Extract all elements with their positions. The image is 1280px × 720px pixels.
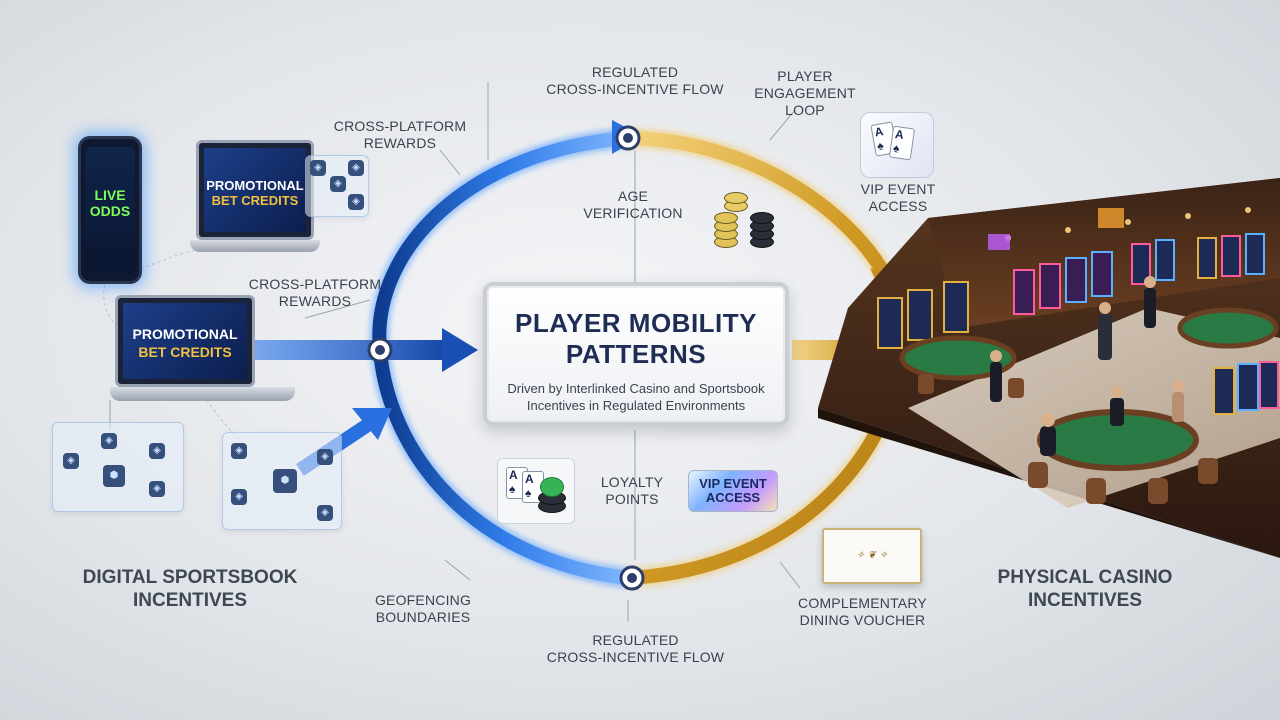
- network-node-icon: ◈: [317, 505, 333, 521]
- geo-line-1: GEOFENCING: [374, 592, 472, 608]
- network-node-icon: ◈: [348, 194, 364, 210]
- physical-line-1: PHYSICAL CASINO: [997, 567, 1173, 588]
- center-title-line-2: PATTERNS: [565, 339, 707, 369]
- network-panel-bottom: ◈ ◈ ⬢ ◈ ◈: [222, 432, 342, 530]
- cards-chips-icon: A♠ A♠: [497, 458, 575, 524]
- laptop-top-line-2: BET CREDITS: [211, 193, 299, 208]
- vip-right-line-2: ACCESS: [868, 198, 928, 214]
- leader-lines: [109, 82, 801, 622]
- casino-people: [990, 276, 1184, 456]
- network-node-icon: ◈: [231, 443, 247, 459]
- network-node-icon: ◈: [348, 160, 364, 176]
- slot-machine-row: [877, 233, 1279, 415]
- network-node-icon: ◈: [310, 160, 326, 176]
- center-title-line-1: PLAYER MOBILITY: [514, 308, 757, 338]
- cpr-top-line-1: CROSS-PLATFORM: [333, 118, 467, 134]
- digital-sportsbook-label: DIGITAL SPORTSBOOK INCENTIVES: [60, 566, 320, 612]
- regulated-flow-bottom-label: REGULATED CROSS-INCENTIVE FLOW: [538, 632, 733, 666]
- vip-event-access-badge: VIP EVENT ACCESS: [688, 470, 778, 512]
- blue-diagonal-arrowhead: [352, 408, 392, 440]
- network-node-icon: ◈: [101, 433, 117, 449]
- engagement-loop-label: PLAYER ENGAGEMENT LOOP: [745, 68, 865, 119]
- center-title-box: PLAYER MOBILITY PATTERNS Driven by Inter…: [483, 282, 789, 426]
- age-line-2: VERIFICATION: [583, 205, 683, 221]
- age-verification-label: AGE VERIFICATION: [568, 188, 698, 222]
- center-title: PLAYER MOBILITY PATTERNS: [487, 308, 785, 370]
- digital-line-1: DIGITAL SPORTSBOOK: [82, 567, 298, 588]
- cross-platform-rewards-mid-label: CROSS-PLATFORM REWARDS: [245, 276, 385, 310]
- vip-badge-line-2: ACCESS: [705, 490, 761, 505]
- network-node-icon: ◈: [149, 443, 165, 459]
- network-node-icon: ⬢: [273, 469, 297, 493]
- dining-voucher-label: COMPLEMENTARY DINING VOUCHER: [785, 595, 940, 629]
- cpr-top-line-2: REWARDS: [363, 135, 437, 151]
- gaming-tables: [899, 307, 1279, 471]
- dining-voucher-card-icon: ✧ ❦ ✧: [822, 528, 922, 584]
- cross-platform-rewards-top-label: CROSS-PLATFORM REWARDS: [325, 118, 475, 152]
- laptop-main-line-1: PROMOTIONAL: [132, 326, 238, 342]
- casino-screen-icon: [988, 234, 1010, 250]
- network-node-icon: ◈: [317, 449, 333, 465]
- geofencing-label: GEOFENCING BOUNDARIES: [358, 592, 488, 626]
- phone-screen: LIVE ODDS: [85, 147, 135, 273]
- vip-right-line-1: VIP EVENT: [860, 181, 936, 197]
- phone-line-2: ODDS: [89, 203, 131, 219]
- network-node-icon: ◈: [330, 176, 346, 192]
- regulated-top-line-1: REGULATED: [591, 64, 679, 80]
- center-subtitle: Driven by Interlinked Casino and Sportsb…: [487, 380, 785, 414]
- regulated-bottom-line-2: CROSS-INCENTIVE FLOW: [546, 649, 725, 665]
- geo-line-2: BOUNDARIES: [375, 609, 471, 625]
- laptop-main: PROMOTIONAL BET CREDITS: [110, 295, 300, 410]
- network-panel-left: ◈ ◈ ⬢ ◈ ◈: [52, 422, 184, 512]
- playing-cards-icon: A♠ A♠: [860, 112, 934, 178]
- center-subtitle-line-2: Incentives in Regulated Environments: [526, 398, 746, 413]
- chip-stack-icon: [710, 192, 790, 252]
- casino-floor-illustration: [818, 178, 1280, 558]
- network-node-icon: ◈: [63, 453, 79, 469]
- vip-event-access-label: VIP EVENT ACCESS: [838, 181, 958, 215]
- casino-screen-icon: [1098, 208, 1124, 228]
- blue-flow-arrow-shaft: [245, 340, 445, 360]
- network-node-icon: ⬢: [103, 465, 125, 487]
- laptop-main-line-2: BET CREDITS: [138, 344, 232, 360]
- center-subtitle-line-1: Driven by Interlinked Casino and Sportsb…: [507, 381, 765, 396]
- dining-line-1: COMPLEMENTARY: [798, 595, 927, 611]
- cpr-mid-line-1: CROSS-PLATFORM: [248, 276, 382, 292]
- dining-line-2: DINING VOUCHER: [799, 612, 926, 628]
- casino-chairs: [918, 374, 1218, 504]
- regulated-flow-top-label: REGULATED CROSS-INCENTIVE FLOW: [540, 64, 730, 98]
- laptop-top-line-1: PROMOTIONAL: [206, 178, 304, 193]
- loyalty-line-2: POINTS: [605, 491, 659, 507]
- loyalty-points-label: LOYALTY POINTS: [582, 474, 682, 508]
- regulated-top-line-2: CROSS-INCENTIVE FLOW: [546, 81, 724, 97]
- physical-casino-label: PHYSICAL CASINO INCENTIVES: [970, 566, 1200, 612]
- laptop-top: PROMOTIONAL BET CREDITS: [190, 140, 330, 260]
- cpr-mid-line-2: REWARDS: [278, 293, 352, 309]
- regulated-bottom-line-1: REGULATED: [592, 632, 679, 648]
- digital-line-2: INCENTIVES: [132, 590, 248, 611]
- engagement-line-1: PLAYER: [777, 68, 833, 84]
- network-node-icon: ◈: [149, 481, 165, 497]
- vip-badge-line-1: VIP EVENT: [699, 476, 767, 491]
- network-node-icon: ◈: [231, 489, 247, 505]
- phone-device: LIVE ODDS: [78, 136, 142, 284]
- engagement-line-2: ENGAGEMENT: [754, 85, 856, 101]
- phone-line-1: LIVE: [94, 187, 126, 203]
- loyalty-line-1: LOYALTY: [600, 474, 664, 490]
- network-panel-top: ◈ ◈ ◈ ◈: [305, 155, 369, 217]
- age-line-1: AGE: [617, 188, 649, 204]
- engagement-line-3: LOOP: [785, 102, 825, 118]
- physical-line-2: INCENTIVES: [1027, 590, 1143, 611]
- blue-flow-arrowhead: [442, 328, 478, 372]
